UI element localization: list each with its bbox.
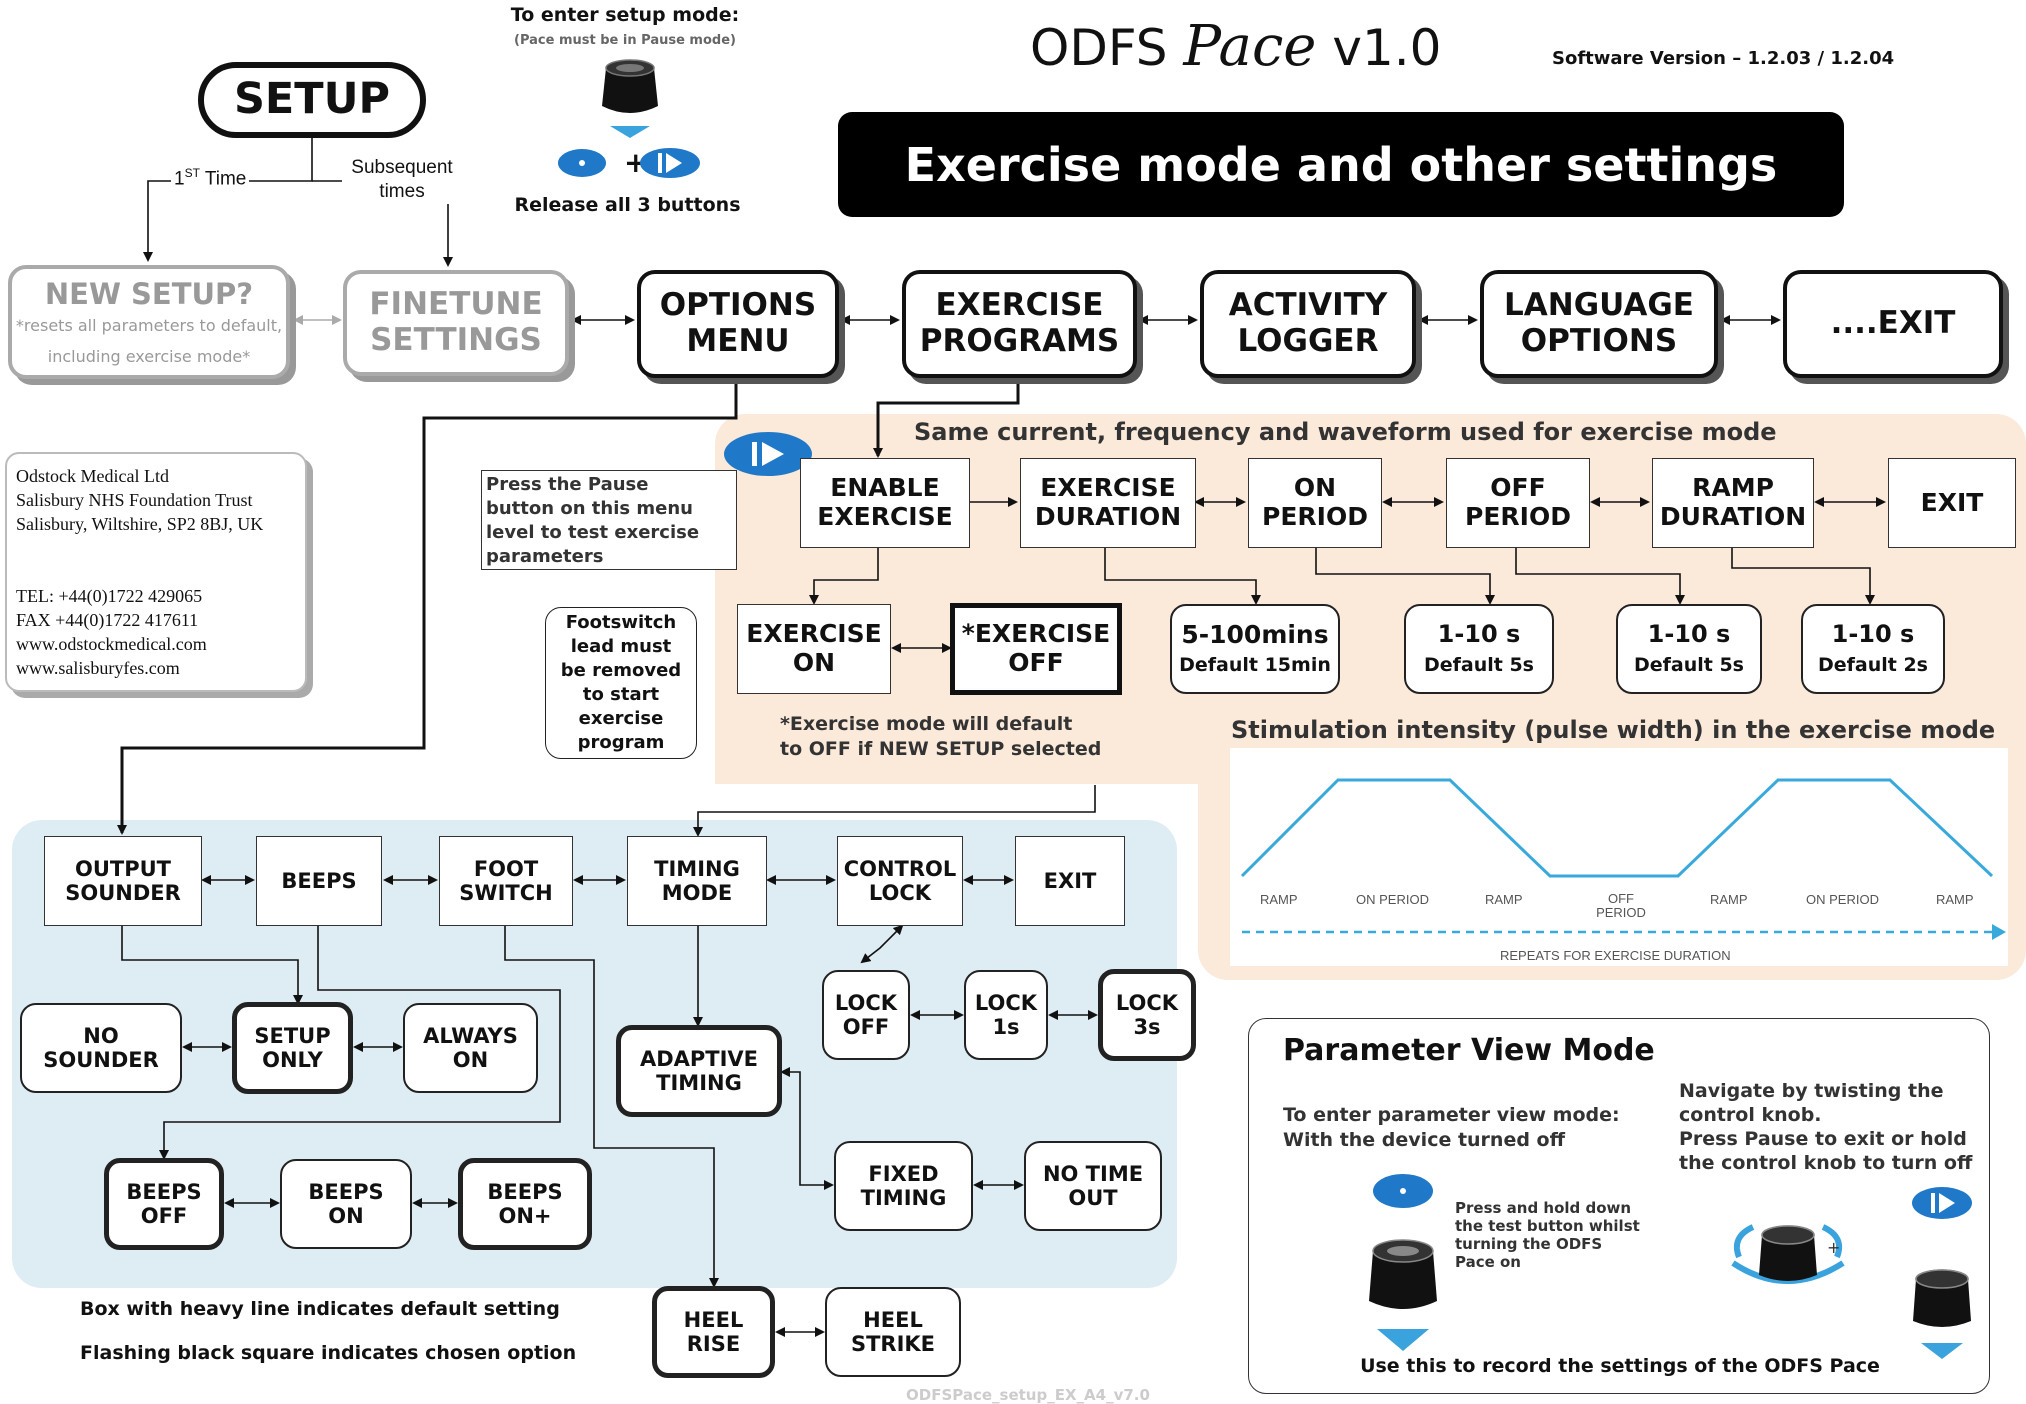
finetune-settings-node[interactable]: FINETUNE SETTINGS: [343, 270, 569, 376]
heel-rise-node[interactable]: HEEL RISE: [652, 1286, 775, 1378]
on-period-node[interactable]: ON PERIOD: [1248, 458, 1382, 548]
footer-file-name: ODFSPace_setup_EX_A4_v7.0: [906, 1386, 1150, 1404]
exercise-programs-node[interactable]: EXERCISE PROGRAMS: [902, 270, 1137, 378]
exercise-off-node[interactable]: *EXERCISE OFF: [950, 603, 1122, 695]
options-exit-node[interactable]: EXIT: [1015, 836, 1125, 926]
lock-3s-node[interactable]: LOCK 3s: [1098, 969, 1196, 1061]
options-menu-node[interactable]: OPTIONS MENU: [637, 270, 839, 378]
foot-switch-node[interactable]: FOOT SWITCH: [439, 836, 573, 926]
setup-node[interactable]: SETUP: [198, 62, 426, 138]
off-period-node[interactable]: OFF PERIOD: [1446, 458, 1590, 548]
contact-tel: TEL: +44(0)1722 429065: [16, 586, 203, 606]
test-button-knob-icon: [1369, 1174, 1437, 1351]
lock-1s-node[interactable]: LOCK 1s: [964, 970, 1048, 1060]
contact-web-2: www.salisburyfes.com: [16, 658, 180, 678]
phase-label-ramp-2: RAMP: [1485, 892, 1523, 907]
setup-only-node[interactable]: SETUP ONLY: [232, 1002, 353, 1094]
contact-trust: Salisbury NHS Foundation Trust: [16, 490, 253, 510]
new-setup-node[interactable]: NEW SETUP? *resets all parameters to def…: [8, 265, 290, 379]
no-sounder-node[interactable]: NO SOUNDER: [20, 1003, 182, 1093]
new-setup-note-1: *resets all parameters to default,: [15, 316, 283, 336]
contact-card: Odstock Medical Ltd Salisbury NHS Founda…: [5, 452, 307, 692]
parameter-view-panel: Parameter View Mode To enter parameter v…: [1248, 1018, 1990, 1394]
repeats-label: REPEATS FOR EXERCISE DURATION: [1500, 948, 1731, 963]
no-time-out-node[interactable]: NO TIME OUT: [1024, 1141, 1162, 1231]
release-buttons-note: Release all 3 buttons: [514, 194, 741, 216]
stimulation-heading: Stimulation intensity (pulse width) in t…: [1231, 716, 1996, 744]
section-banner: Exercise mode and other settings: [838, 112, 1844, 217]
output-sounder-node[interactable]: OUTPUT SOUNDER: [44, 836, 202, 926]
always-on-node[interactable]: ALWAYS ON: [403, 1003, 538, 1093]
svg-text:+: +: [624, 146, 647, 179]
ramp-duration-node[interactable]: RAMP DURATION: [1652, 458, 1814, 548]
beeps-on-node[interactable]: BEEPS ON: [280, 1159, 412, 1249]
language-options-node[interactable]: LANGUAGE OPTIONS: [1480, 270, 1718, 378]
subsequent-times-label: Subsequent times: [342, 156, 462, 204]
parameter-view-title: Parameter View Mode: [1283, 1033, 1655, 1068]
new-setup-title: NEW SETUP?: [44, 276, 254, 311]
phase-label-ramp-1: RAMP: [1260, 892, 1298, 907]
control-lock-node[interactable]: CONTROL LOCK: [837, 836, 963, 926]
parameter-view-enter: To enter parameter view mode: With the d…: [1283, 1104, 1620, 1151]
legend-heavy-line: Box with heavy line indicates default se…: [80, 1298, 560, 1320]
timing-mode-node[interactable]: TIMING MODE: [627, 836, 767, 926]
svg-text:-: -: [1739, 1238, 1745, 1257]
phase-label-on-1: ON PERIOD: [1356, 892, 1429, 907]
top-exit-node[interactable]: ....EXIT: [1783, 270, 2003, 378]
parameter-view-record-note: Use this to record the settings of the O…: [1360, 1355, 1880, 1377]
setup-title: SETUP: [233, 74, 391, 125]
on-period-value-node[interactable]: 1-10 s Default 5s: [1404, 604, 1554, 694]
app-title-script: Pace: [1183, 14, 1317, 79]
setup-entry-note: (Pace must be in Pause mode): [514, 33, 736, 48]
control-knob-icon: [602, 59, 658, 138]
pause-test-note: Press the Pause button on this menu leve…: [481, 470, 737, 570]
exercise-default-note: *Exercise mode will default to OFF if NE…: [780, 713, 1102, 760]
adaptive-timing-node[interactable]: ADAPTIVE TIMING: [616, 1025, 782, 1117]
twist-knob-icon: - +: [1731, 1224, 1845, 1284]
phase-label-ramp-4: RAMP: [1936, 892, 1974, 907]
phase-label-ramp-3: RAMP: [1710, 892, 1748, 907]
test-plus-pause-buttons-icon: +: [558, 146, 700, 179]
pause-button-icon: [724, 432, 812, 476]
pause-knob-icon: [1912, 1187, 1972, 1359]
beeps-on-plus-node[interactable]: BEEPS ON+: [458, 1158, 592, 1250]
contact-fax: FAX +44(0)1722 417611: [16, 610, 199, 630]
phase-label-off: OFF PERIOD: [1596, 891, 1646, 920]
lock-off-node[interactable]: LOCK OFF: [822, 970, 910, 1060]
footswitch-note: Footswitch lead must be removed to start…: [545, 607, 697, 759]
contact-web-1: www.odstockmedical.com: [16, 634, 207, 654]
exercise-section-heading: Same current, frequency and waveform use…: [914, 418, 1777, 446]
enable-exercise-node[interactable]: ENABLE EXERCISE: [800, 458, 970, 548]
first-time-label: 1ST Time: [171, 166, 250, 191]
section-banner-text: Exercise mode and other settings: [904, 137, 1778, 192]
setup-entry-title: To enter setup mode:: [510, 4, 740, 26]
fixed-timing-node[interactable]: FIXED TIMING: [834, 1141, 973, 1231]
phase-label-on-2: ON PERIOD: [1806, 892, 1879, 907]
legend-flashing: Flashing black square indicates chosen o…: [80, 1342, 577, 1364]
exercise-on-node[interactable]: EXERCISE ON: [737, 604, 891, 694]
duration-value-node[interactable]: 5-100mins Default 15min: [1170, 604, 1340, 694]
stimulation-plot: RAMP ON PERIOD RAMP OFF PERIOD RAMP ON P…: [1230, 748, 2008, 966]
software-version: Software Version – 1.2.03 / 1.2.04: [1552, 48, 1895, 69]
new-setup-note-2: including exercise mode*: [47, 346, 251, 366]
activity-logger-node[interactable]: ACTIVITY LOGGER: [1200, 270, 1416, 378]
contact-address: Salisbury, Wiltshire, SP2 8BJ, UK: [16, 514, 264, 534]
app-title: ODFS Pace v1.0: [1030, 14, 1450, 79]
heel-strike-node[interactable]: HEEL STRIKE: [825, 1287, 961, 1377]
app-title-main: ODFS: [1030, 19, 1168, 77]
beeps-node[interactable]: BEEPS: [256, 836, 382, 926]
repeat-arrow-head: [1992, 924, 2006, 940]
contact-company: Odstock Medical Ltd: [16, 466, 169, 486]
app-title-version: v1.0: [1332, 19, 1442, 77]
navigate-instructions: Navigate by twisting the control knob. P…: [1679, 1080, 1973, 1174]
press-hold-instructions: Press and hold down the test button whil…: [1455, 1199, 1640, 1271]
ramp-value-node[interactable]: 1-10 s Default 2s: [1801, 604, 1945, 694]
off-period-value-node[interactable]: 1-10 s Default 5s: [1616, 604, 1762, 694]
stimulation-waveform: [1240, 778, 2006, 940]
exercise-exit-node[interactable]: EXIT: [1888, 458, 2016, 548]
svg-text:+: +: [1827, 1238, 1840, 1257]
waveform-line: [1240, 778, 1994, 878]
exercise-duration-node[interactable]: EXERCISE DURATION: [1020, 458, 1196, 548]
beeps-off-node[interactable]: BEEPS OFF: [104, 1158, 224, 1250]
